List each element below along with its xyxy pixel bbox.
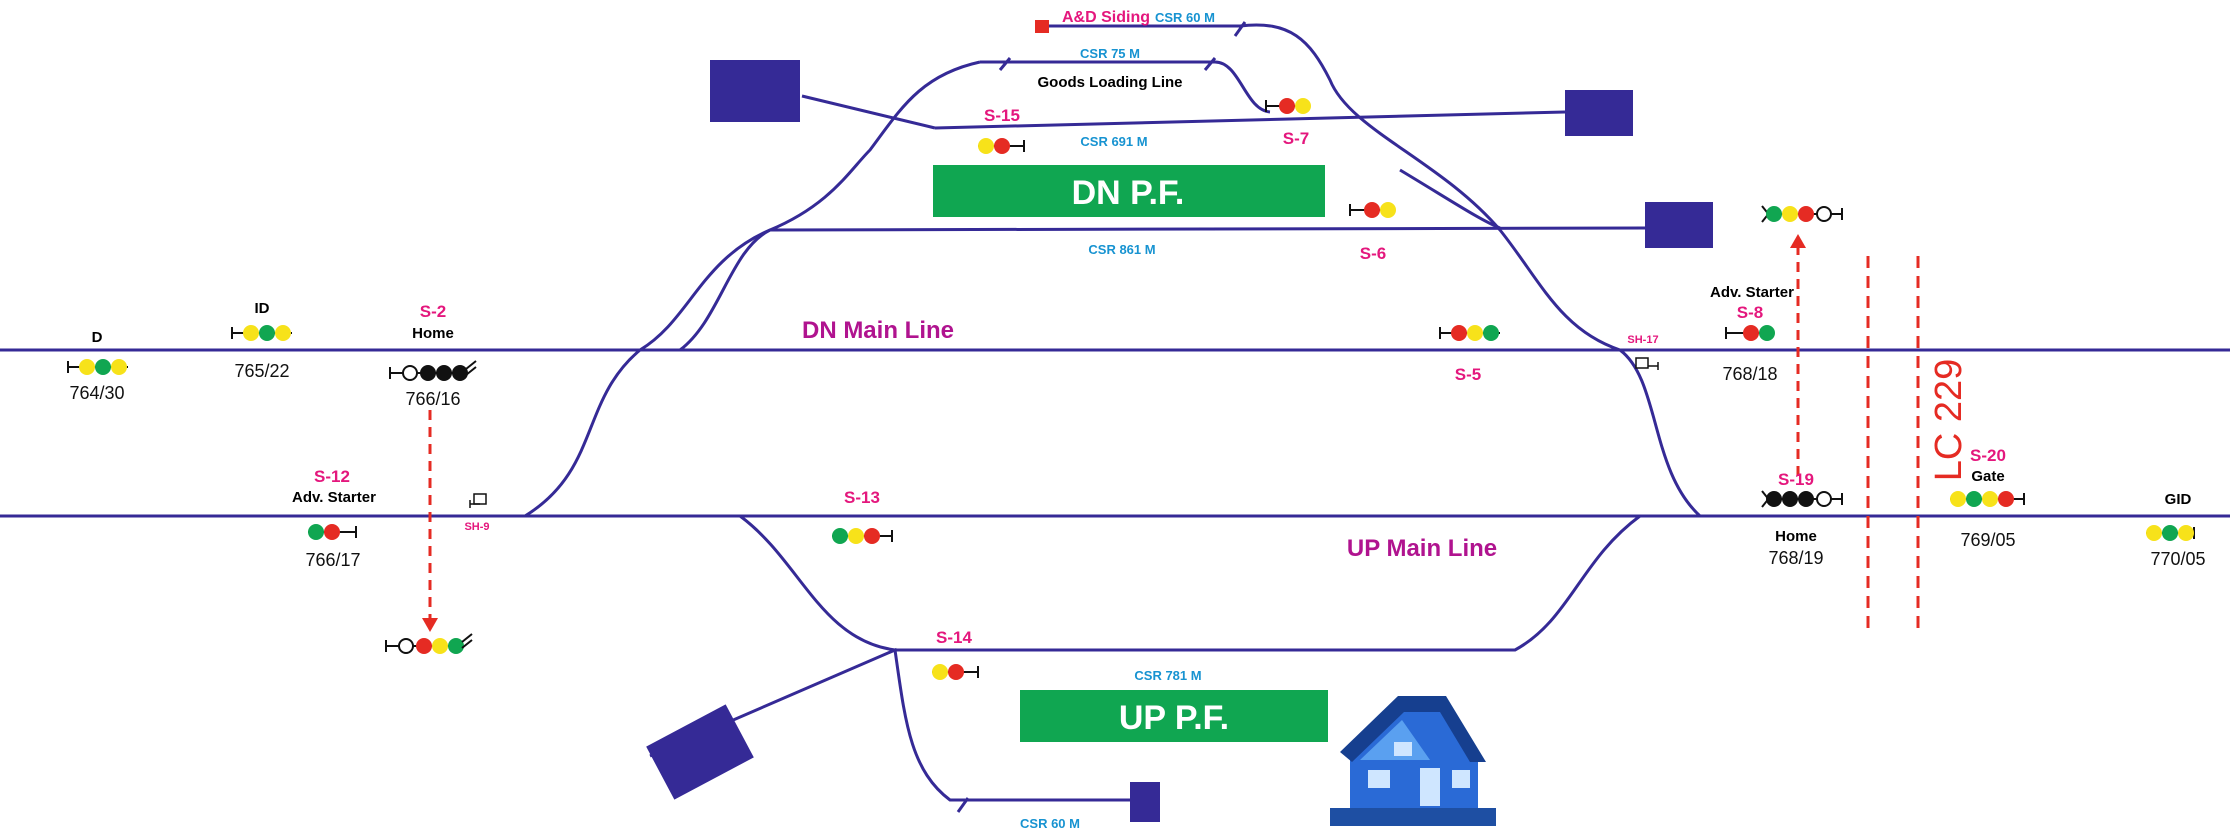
signal-s20: S-20 Gate 769/05 — [1950, 446, 2025, 550]
signal-s8-code: S-8 — [1737, 303, 1763, 322]
right-crossover — [1619, 348, 1702, 518]
shunt-signal-sh9: SH-9 — [464, 493, 490, 533]
dn-main-label: DN Main Line — [802, 317, 954, 344]
signal-s5-code: S-5 — [1455, 365, 1481, 384]
signal-s8-km: 768/18 — [1722, 364, 1777, 384]
signal-s8-name: Adv. Starter — [1710, 284, 1794, 301]
signal-id: ID 765/22 — [231, 300, 292, 381]
up-main-label: UP Main Line — [1347, 535, 1497, 562]
buffer-stop-861 — [1645, 202, 1713, 248]
arrow-s2-down-head — [422, 618, 438, 632]
shunt-signal-icon — [1635, 357, 1659, 370]
buildings — [646, 20, 1713, 822]
signal-s13-code: S-13 — [844, 488, 880, 507]
ad-siding-label: A&D Siding — [1062, 9, 1150, 26]
shunt-signal-icon — [469, 493, 487, 508]
signal-gid-name: GID — [2165, 491, 2192, 508]
lc-label: LC 229 — [1928, 359, 1970, 482]
signal-id-name: ID — [255, 300, 270, 317]
goods-buffer-left — [998, 57, 1012, 71]
signal-s2: S-2 Home 766/16 — [389, 302, 477, 409]
signal-s15-code: S-15 — [984, 106, 1020, 125]
right-top-loop — [1239, 23, 1621, 352]
arrows — [422, 234, 1806, 632]
signal-s6: S-6 — [1349, 202, 1396, 263]
signal-s20-name: Gate — [1971, 468, 2004, 485]
signal-s2-repeat — [385, 633, 473, 654]
tracks — [0, 21, 2230, 813]
csr-60-bottom-label: CSR 60 M — [1020, 816, 1080, 831]
signal-s14: S-14 — [932, 628, 979, 680]
signal-d-name: D — [92, 329, 103, 346]
sh17-label: SH-17 — [1627, 334, 1658, 346]
shunt-signal-sh17: SH-17 — [1627, 334, 1659, 370]
bottom-siding-break — [956, 797, 970, 813]
signal-s15: S-15 — [978, 106, 1025, 154]
platform-691-spur — [801, 94, 936, 130]
csr-781-label: CSR 781 M — [1134, 668, 1201, 683]
signal-s12: S-12 Adv. Starter 766/17 — [292, 467, 376, 570]
signal-d: D 764/30 — [67, 329, 128, 403]
dn-platform — [933, 165, 1325, 217]
signal-s7: S-7 — [1265, 98, 1311, 148]
platforms: DN P.F. UP P.F. — [933, 165, 1328, 742]
signal-s12-code: S-12 — [314, 467, 350, 486]
signal-s6-code: S-6 — [1360, 244, 1386, 263]
signal-s14-code: S-14 — [936, 628, 972, 647]
line-861 — [769, 226, 1646, 232]
up-platform — [1020, 690, 1328, 742]
left-crossover — [524, 60, 981, 518]
up-platform-label: UP P.F. — [1119, 699, 1229, 737]
signal-s8-repeat — [1761, 205, 1843, 223]
sh9-label: SH-9 — [464, 521, 489, 533]
line-861-curve — [1399, 168, 1501, 230]
level-crossing: LC 229 — [1866, 256, 1970, 632]
buffer-stop-bottom — [1130, 782, 1160, 822]
dn-platform-label: DN P.F. — [1072, 174, 1185, 212]
signal-s12-name: Adv. Starter — [292, 489, 376, 506]
arrow-s19-up-head — [1790, 234, 1806, 248]
platform-691-line — [934, 110, 1566, 130]
signal-id-km: 765/22 — [234, 361, 289, 381]
signal-d-km: 764/30 — [69, 383, 124, 403]
signal-s19-code: S-19 — [1778, 470, 1814, 489]
signal-s2-code: S-2 — [420, 302, 446, 321]
goods-buffer-right — [1203, 57, 1217, 71]
csr-60-top-label: CSR 60 M — [1155, 10, 1215, 25]
signal-s2-km: 766/16 — [405, 389, 460, 409]
signal-s19-km: 768/19 — [1768, 548, 1823, 568]
signal-s5: S-5 — [1439, 325, 1500, 384]
goods-loading-label: Goods Loading Line — [1038, 74, 1183, 91]
buffer-stop-bottom-left — [646, 704, 754, 800]
csr-861-label: CSR 861 M — [1088, 242, 1155, 257]
signal-s13: S-13 — [832, 488, 893, 544]
bottom-siding-line — [649, 647, 1130, 802]
signal-s7-code: S-7 — [1283, 129, 1309, 148]
station-building-icon — [1330, 696, 1496, 826]
signal-s19: S-19 Home 768/19 — [1761, 470, 1843, 568]
signal-gid: GID 770/05 — [2146, 491, 2206, 569]
signal-s19-name: Home — [1775, 528, 1817, 545]
buffer-stop-ad-siding — [1035, 20, 1049, 33]
buffer-stop-top-left — [710, 60, 800, 122]
csr-75-label: CSR 75 M — [1080, 46, 1140, 61]
buffer-stop-top-right — [1565, 90, 1633, 136]
goods-right-curve — [1214, 60, 1271, 114]
ad-siding-break — [1233, 21, 1247, 37]
left-turnout-dn — [679, 228, 771, 352]
signal-s20-km: 769/05 — [1960, 530, 2015, 550]
signal-s8: Adv. Starter S-8 768/18 — [1710, 284, 1794, 384]
signal-s20-code: S-20 — [1970, 446, 2006, 465]
signal-s12-km: 766/17 — [305, 550, 360, 570]
csr-691-label: CSR 691 M — [1080, 134, 1147, 149]
signal-gid-km: 770/05 — [2150, 549, 2205, 569]
signal-s2-name: Home — [412, 325, 454, 342]
